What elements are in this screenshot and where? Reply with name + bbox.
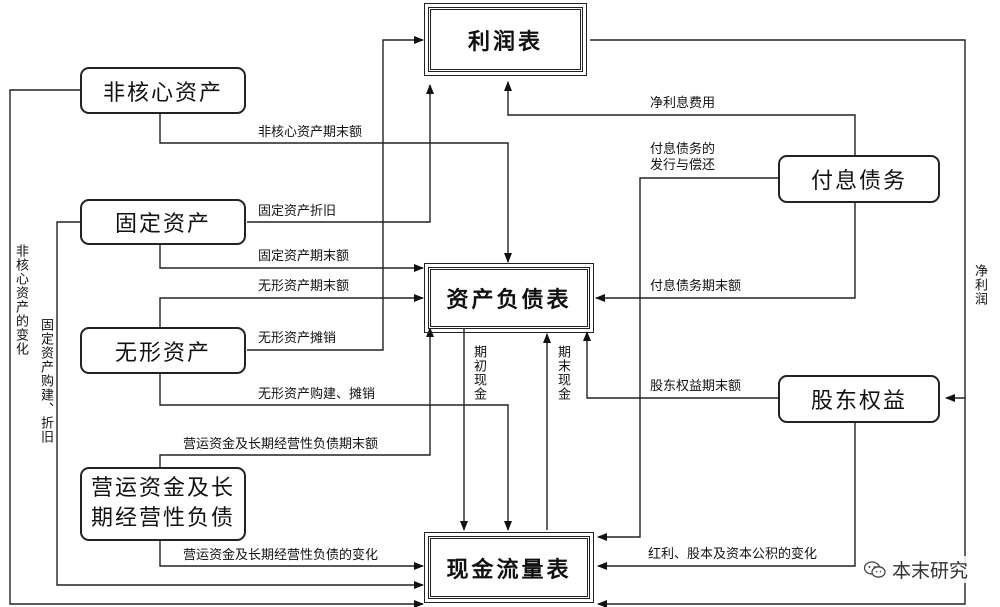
label-debt-issue-line2: 发行与偿还 [650,158,716,173]
fixed-assets-box: 固定资产 [80,199,246,245]
label-ending-cash: 期末现金 [555,345,570,401]
cashflow-statement-box: 现金流量表 [424,532,594,603]
label-working-end: 营运资金及长期经营性负债期末额 [183,437,379,452]
label-dividends: 红利、股本及资本公积的变化 [648,547,818,562]
equity-box: 股东权益 [778,375,940,423]
working-capital-line1: 营运资金及长 [90,476,235,501]
working-capital-line2: 期经营性负债 [90,506,235,531]
label-noncore-end: 非核心资产期末额 [258,125,363,140]
watermark-text: 本末研究 [891,560,968,582]
noncore-assets-box: 非核心资产 [80,67,246,114]
label-fixed-end: 固定资产期末额 [258,249,350,264]
label-opening-cash: 期初现金 [471,345,486,401]
label-debt-issue-line1: 付息债务的 [650,142,716,157]
label-fixed-depreciation: 固定资产折旧 [258,204,337,219]
intangible-assets-box: 无形资产 [80,327,246,374]
watermark: 本末研究 [861,556,970,583]
interest-debt-box: 付息债务 [778,155,940,203]
working-capital-box: 营运资金及长 期经营性负债 [80,467,246,541]
label-equity-end: 股东权益期末额 [650,379,742,394]
label-net-profit: 净利润 [972,264,987,306]
balance-sheet-box: 资产负债表 [424,263,594,333]
label-working-change: 营运资金及长期经营性负债的变化 [183,548,379,563]
label-fixed-build: 固定资产购建、折旧 [38,318,53,444]
label-intangible-build: 无形资产购建、摊销 [258,387,376,402]
label-net-interest: 净利息费用 [650,96,716,111]
label-debt-end: 付息债务期末额 [650,279,742,294]
income-statement-box: 利润表 [424,3,587,76]
wechat-icon [863,560,886,578]
label-noncore-change: 非核心资产的变化 [13,244,28,356]
label-intangible-end: 无形资产期末额 [258,279,350,294]
label-intangible-amortization: 无形资产摊销 [258,331,337,346]
